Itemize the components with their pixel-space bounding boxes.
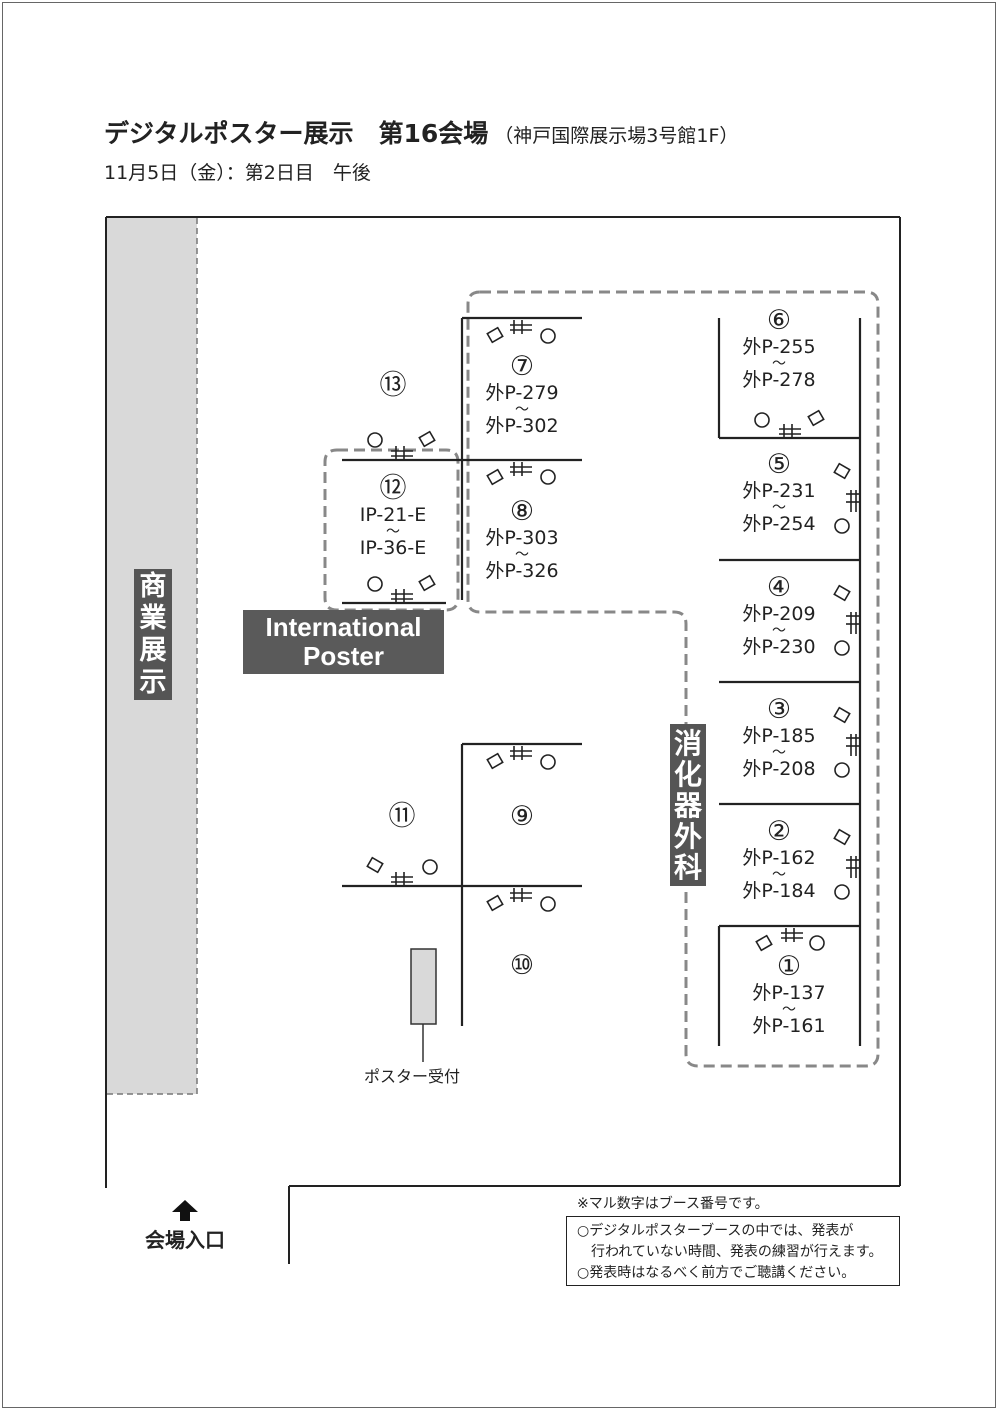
range-mark: ～ (386, 524, 400, 540)
commercial-exhibit-char: 示 (139, 666, 167, 698)
booth-range-start: 外P-185 (742, 725, 816, 747)
page-title: デジタルポスター展示 第16会場（神戸国際展示場3号館1F） (104, 114, 738, 150)
booth-range-end: 外P-302 (485, 415, 559, 437)
booth-range-end: 外P-326 (485, 560, 559, 582)
booth-range-end: 外P-230 (742, 636, 816, 658)
booth-range-end: 外P-254 (742, 513, 816, 535)
note-line: ○デジタルポスターブースの中では、発表が (577, 1223, 854, 1239)
range-mark: ～ (772, 867, 786, 883)
booth-11: ⑪ (322, 800, 482, 834)
hall-walls (105, 216, 901, 1264)
booth-number: ④ (766, 572, 792, 603)
booth-walls (342, 316, 862, 1046)
booth-range-end: 外P-184 (742, 880, 816, 902)
entrance-label: 会場入口 (145, 1228, 225, 1252)
booth-2: ② 外P-162 ～ 外P-184 (699, 815, 859, 901)
note-line: 行われていない時間、発表の練習が行えます。 (577, 1244, 883, 1260)
title-main: デジタルポスター展示 第16会場 (104, 119, 489, 148)
gastro-surgery-label: 消 化 器 外 科 (670, 724, 706, 886)
range-mark: ～ (515, 402, 529, 418)
range-mark: ～ (772, 500, 786, 516)
range-mark: ～ (772, 356, 786, 372)
international-poster-zone (323, 448, 460, 612)
entrance-arrow-icon (172, 1200, 198, 1221)
booth-number: ① (776, 951, 802, 982)
booth-number: ⑤ (766, 449, 792, 480)
gastro-surgery-char: 器 (673, 788, 702, 822)
title-location: （神戸国際展示場3号館1F） (494, 125, 739, 147)
booth-number: ⑬ (379, 370, 407, 401)
booth-6: ⑥ 外P-255 ～ 外P-278 (699, 304, 859, 390)
booth-range-end: IP-36-E (359, 537, 427, 559)
booth-13: ⑬ (313, 369, 473, 403)
booth-7: ⑦ 外P-279 ～ 外P-302 (442, 350, 602, 436)
booth-equipment (366, 320, 825, 952)
booth-equipment-right (833, 462, 860, 900)
booth-range-end: 外P-208 (742, 758, 816, 780)
international-poster-line: Poster (303, 641, 384, 671)
commercial-exhibit-char: 商 (139, 570, 167, 602)
commercial-exhibit-char: 業 (139, 602, 167, 634)
booth-number: ⑩ (509, 950, 535, 981)
booth-number: ⑧ (509, 496, 535, 527)
gastro-surgery-char: 外 (673, 819, 702, 853)
booth-number: ⑫ (379, 473, 407, 504)
booth-number: ③ (766, 694, 792, 725)
booth-10: ⑩ (442, 949, 602, 983)
booth-9: ⑨ (442, 800, 602, 834)
booth-range-end: 外P-278 (742, 369, 816, 391)
booth-range-start: 外P-137 (752, 982, 826, 1004)
gastro-surgery-char: 消 (673, 726, 702, 760)
range-mark: ～ (772, 623, 786, 639)
booth-range-end: 外P-161 (752, 1015, 826, 1037)
booth-range-start: 外P-231 (742, 480, 816, 502)
poster-reception-desk (410, 948, 437, 1025)
gastro-surgery-char: 科 (673, 850, 702, 884)
gastro-surgery-char: 化 (673, 757, 702, 791)
booth-range-start: 外P-209 (742, 603, 816, 625)
booth-5: ⑤ 外P-231 ～ 外P-254 (699, 448, 859, 534)
booth-3: ③ 外P-185 ～ 外P-208 (699, 693, 859, 779)
note-line: ○発表時はなるべく前方でご聴講ください。 (577, 1265, 856, 1281)
booth-number: ⑪ (388, 801, 416, 832)
booth-number: ⑦ (509, 351, 535, 382)
gastro-surgery-zone (466, 290, 880, 1068)
booth-range-start: 外P-255 (742, 336, 816, 358)
range-mark: ～ (515, 547, 529, 563)
range-mark: ～ (782, 1002, 796, 1018)
booth-number: ⑥ (766, 305, 792, 336)
international-poster-label: International Poster (243, 610, 444, 674)
booth-number: ② (766, 816, 792, 847)
poster-reception-label: ポスター受付 (364, 1067, 461, 1086)
booth-number-note: ※マル数字はブース番号です。 (577, 1196, 769, 1212)
booth-1: ① 外P-137 ～ 外P-161 (709, 950, 869, 1036)
booth-range-start: 外P-162 (742, 847, 816, 869)
booth-range-start: IP-21-E (359, 504, 427, 526)
session-date: 11月5日（金）：第2日目 午後 (104, 162, 371, 184)
range-mark: ～ (772, 745, 786, 761)
booth-12: ⑫ IP-21-E ～ IP-36-E (313, 472, 473, 558)
international-poster-line: International (265, 612, 422, 642)
booth-4: ④ 外P-209 ～ 外P-230 (699, 571, 859, 657)
booth-range-start: 外P-279 (485, 382, 559, 404)
booth-8: ⑧ 外P-303 ～ 外P-326 (442, 495, 602, 581)
commercial-exhibit-label: 商 業 展 示 (134, 569, 172, 700)
commercial-exhibit-char: 展 (139, 634, 167, 666)
booth-number: ⑨ (509, 801, 535, 832)
notes-box: ○デジタルポスターブースの中では、発表が 行われていない時間、発表の練習が行えま… (566, 1216, 900, 1286)
booth-range-start: 外P-303 (485, 527, 559, 549)
